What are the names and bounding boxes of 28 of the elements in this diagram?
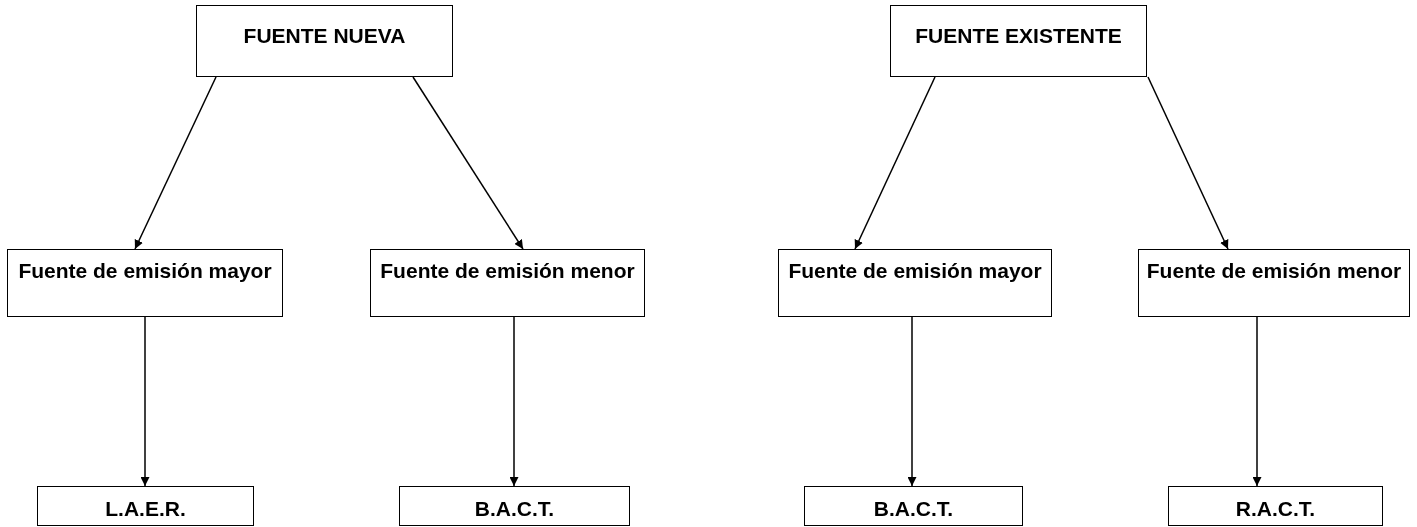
box-label: Fuente de emisión mayor [18, 259, 272, 283]
process-box [804, 486, 1023, 526]
box-label: Fuente de emisión menor [1146, 259, 1402, 283]
process-box [399, 486, 630, 526]
process-box [890, 5, 1147, 77]
process-box [37, 486, 254, 526]
box-label: FUENTE EXISTENTE [915, 24, 1122, 48]
arrow [854, 76, 936, 250]
arrow [1147, 76, 1229, 250]
box-label: FUENTE NUEVA [243, 24, 406, 48]
box-label: Fuente de emisión mayor [788, 259, 1042, 283]
box-label: L.A.E.R. [105, 497, 186, 521]
process-box [1138, 249, 1410, 317]
box-label: B.A.C.T. [873, 497, 954, 521]
box-label: B.A.C.T. [474, 497, 555, 521]
box-label: Fuente de emisión menor [380, 259, 635, 283]
process-box [1168, 486, 1383, 526]
process-box [196, 5, 453, 77]
process-box [7, 249, 283, 317]
arrow [134, 76, 217, 250]
process-box [778, 249, 1052, 317]
arrow [412, 76, 524, 250]
arrow [140, 316, 150, 487]
arrow [1252, 316, 1262, 487]
arrow [907, 316, 917, 487]
arrow [509, 316, 519, 487]
process-box [370, 249, 645, 317]
box-label: R.A.C.T. [1235, 497, 1316, 521]
